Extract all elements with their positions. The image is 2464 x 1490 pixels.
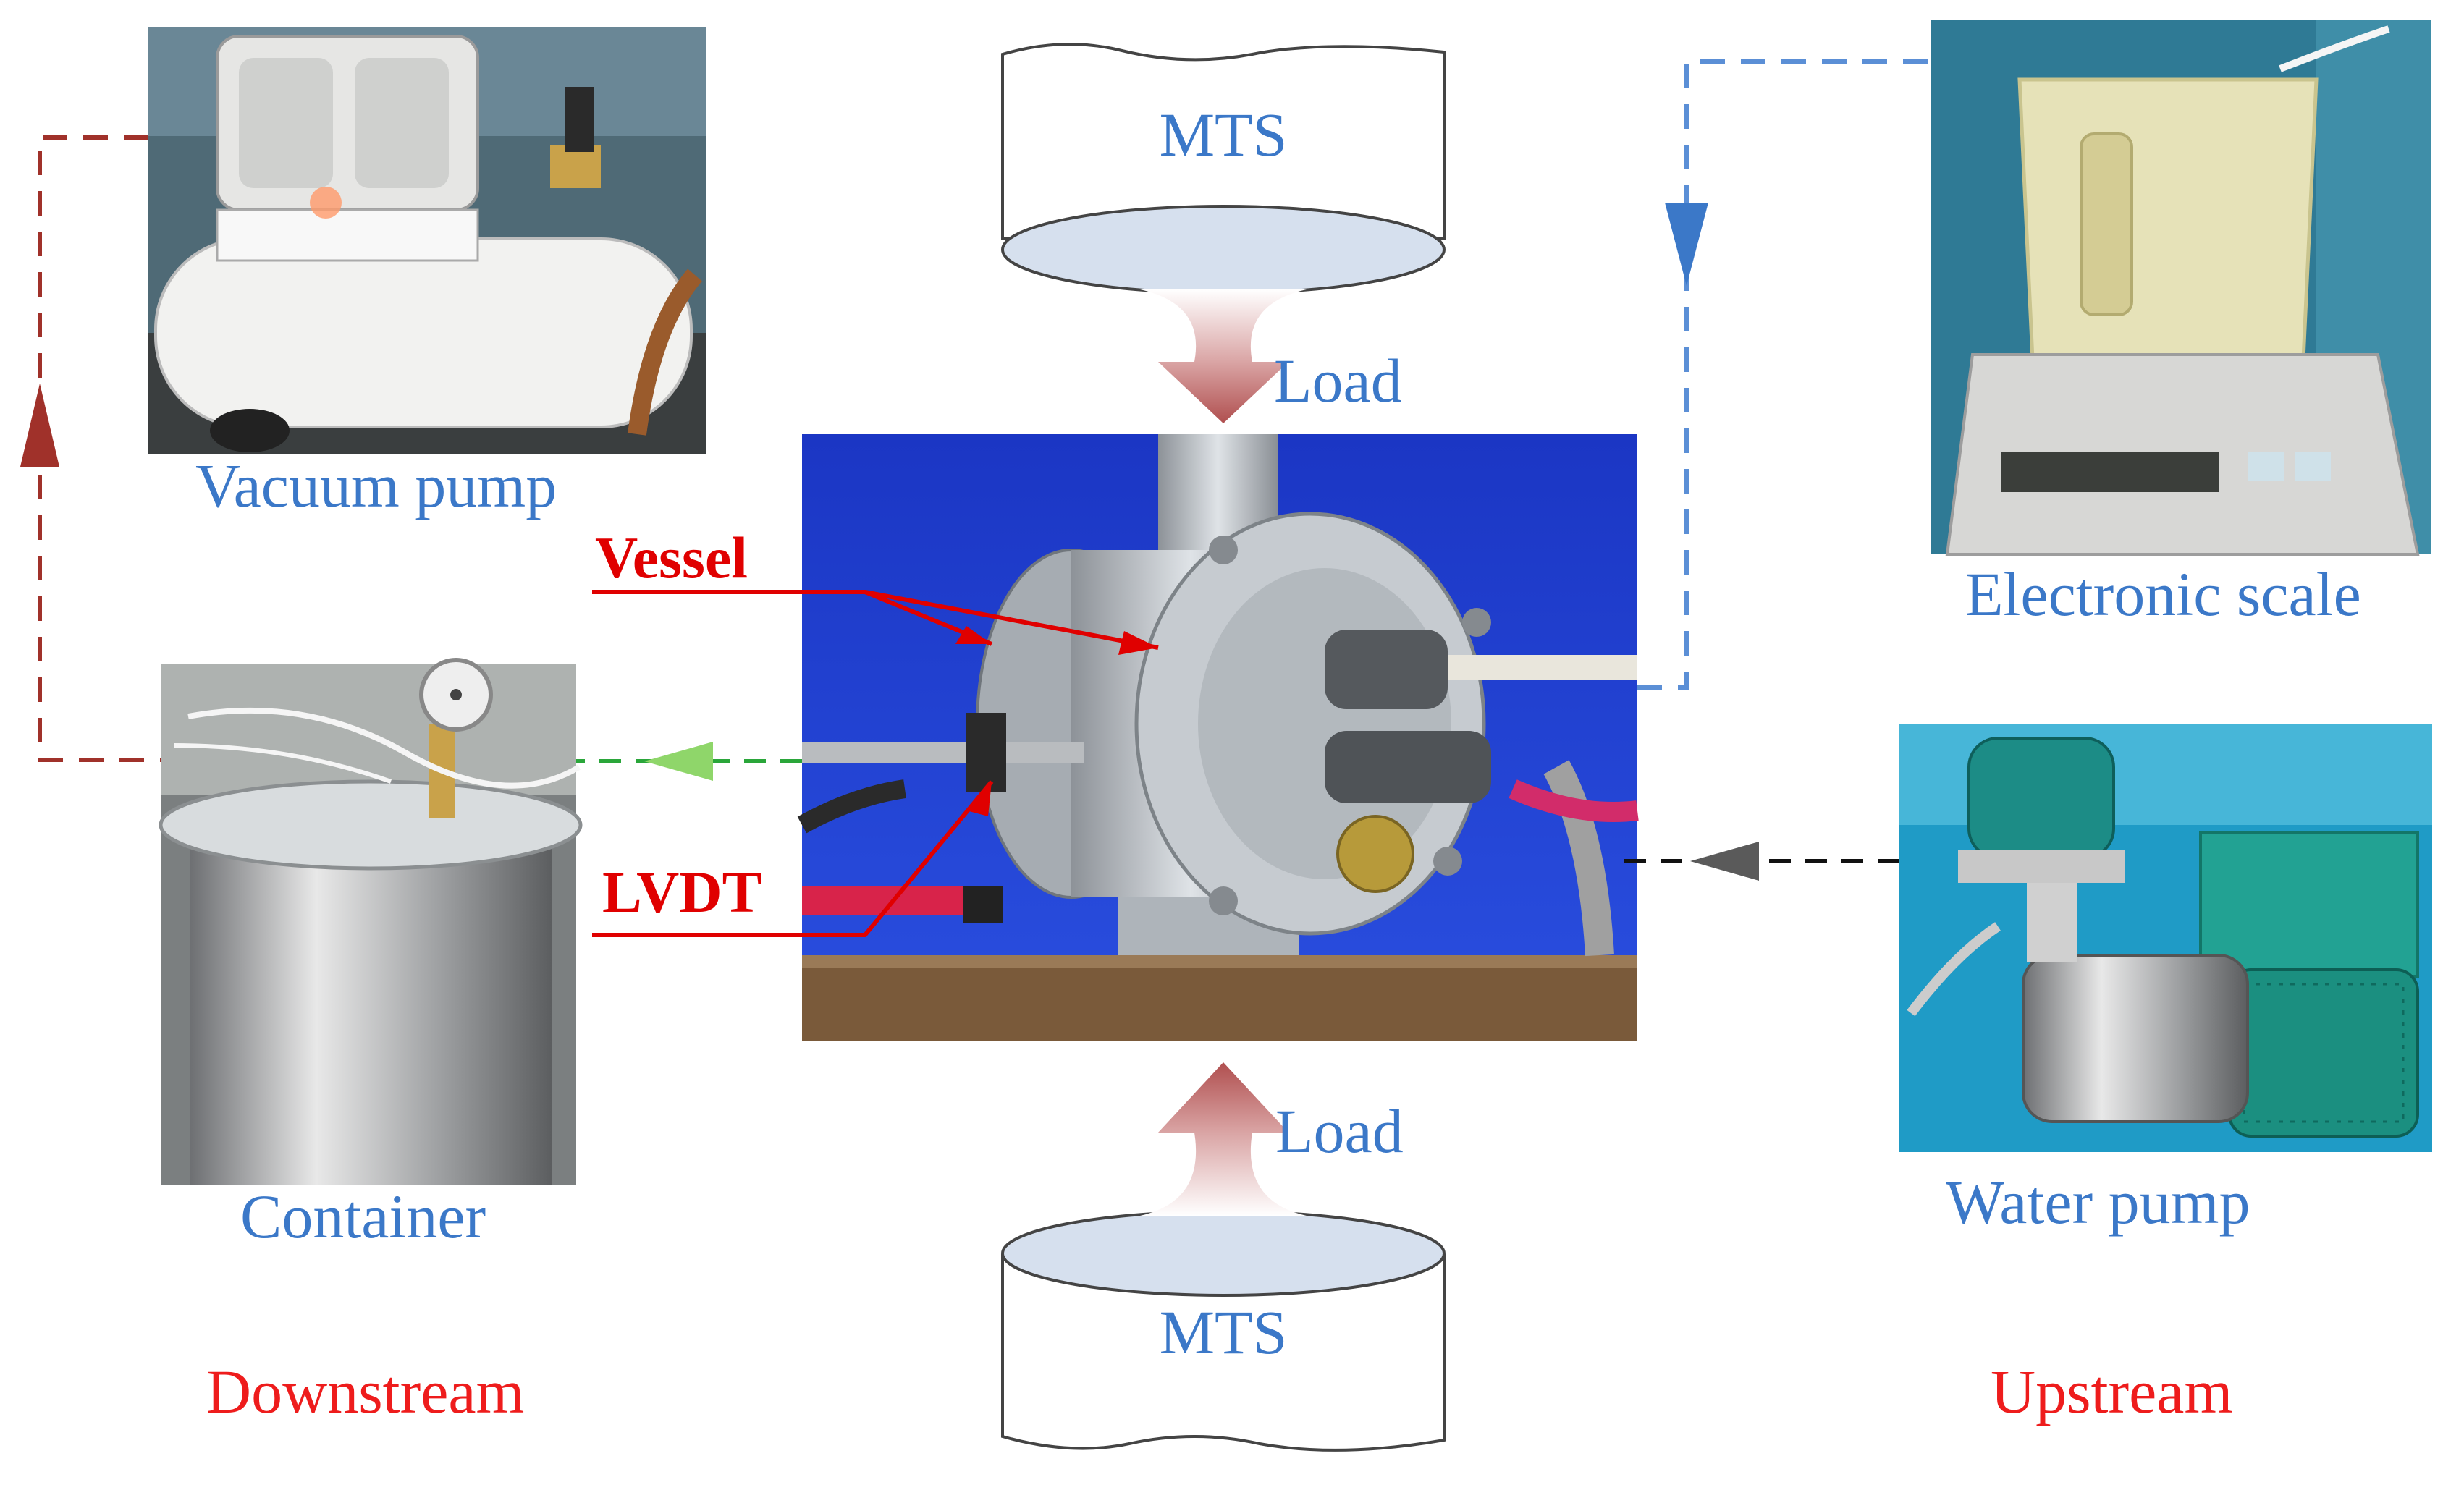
cylinder-top-icon [1001,205,1446,295]
load-bottom-label: Load [1275,1096,1404,1166]
water-pump-photo [1899,724,2432,1152]
downstream-label: Downstream [206,1357,524,1426]
load-arrow-up: Load [1140,1062,1404,1216]
cylinder-bottom-icon [1001,1210,1446,1297]
water-pump-label: Water pump [1946,1167,2250,1237]
container-label: Container [240,1182,486,1251]
pressure-vessel-photo [797,434,1639,1041]
vacuum-pump-label: Vacuum pump [195,451,557,520]
mts-bottom-label: MTS [1160,1298,1288,1367]
arrow-down-icon [1665,203,1708,286]
electronic-scale-label: Electronic scale [1965,559,2361,629]
vacuum-return-line [20,135,161,762]
lvdt-label: LVDT [602,859,761,925]
mts-top-cylinder: MTS [1001,43,1446,295]
vessel-label: Vessel [595,525,748,591]
arrow-left-icon [644,742,713,781]
lvdt-pointer: LVDT [592,780,994,937]
vacuum-pump-photo [148,27,706,454]
vessel-pointer: Vessel [592,525,1159,655]
downstream-outlet-line [576,742,802,781]
electronic-scale-photo [1931,20,2431,556]
load-arrow-down: Load [1140,289,1402,423]
upstream-inlet-line [1618,842,1899,881]
arrow-up-icon [20,384,59,467]
mts-bottom-cylinder: MTS [1001,1210,1446,1452]
load-top-label: Load [1274,346,1402,415]
arrow-left-icon [1690,842,1759,881]
scale-supply-line [1637,59,1931,690]
upstream-label: Upstream [1991,1357,2232,1426]
mts-top-label: MTS [1160,100,1288,169]
vacuum-container-photo [159,658,583,1185]
